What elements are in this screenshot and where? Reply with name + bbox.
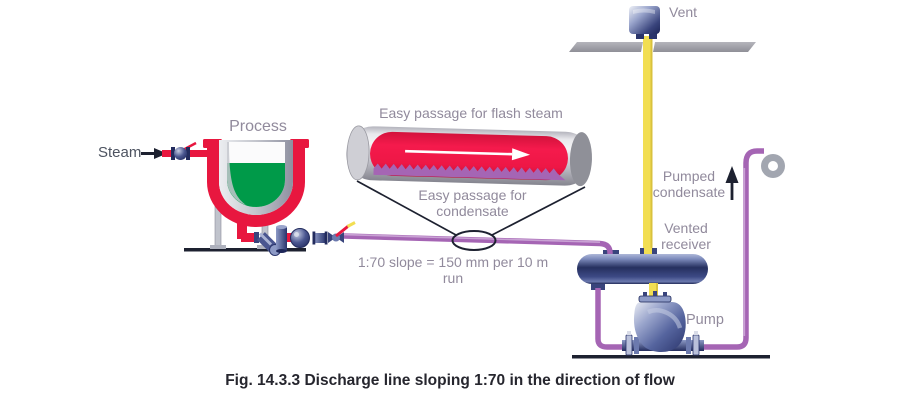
label-vented-receiver: Vented receiver (661, 220, 711, 252)
vent-head (629, 6, 660, 39)
label-steam: Steam (98, 144, 142, 161)
steam-valve (171, 141, 197, 160)
ground-line-left (184, 248, 306, 252)
pump-lid (638, 295, 672, 303)
figure-caption: Fig. 14.3.3 Discharge line sloping 1:70 … (225, 372, 675, 389)
condensate-layer (373, 163, 566, 181)
process-vessel (203, 139, 309, 249)
steam-trap-set (254, 221, 356, 256)
jacket-lip-left (203, 139, 222, 148)
vessel-outlet-pipe (237, 212, 257, 242)
label-pump: Pump (686, 312, 724, 328)
vessel-shading (227, 142, 246, 205)
label-flash-steam: Easy passage for flash steam (379, 105, 563, 121)
magnifier-ellipse (451, 230, 497, 251)
pump-outlet-flange (692, 334, 700, 356)
valve-handle (335, 224, 350, 238)
label-process: Process (229, 118, 287, 135)
vessel-jacket (207, 148, 305, 227)
pipe-cut-face (569, 132, 592, 187)
check-valve (312, 231, 328, 245)
pipe-end-cap (346, 125, 370, 181)
condensate-pump (622, 291, 704, 356)
vessel-liquid (227, 163, 285, 207)
jacket-lip-right (290, 139, 309, 148)
float-trap (290, 228, 310, 248)
steam-arrow-icon (141, 148, 167, 159)
dirt-pocket (276, 225, 287, 253)
callout-line-left (356, 180, 457, 236)
label-slope: 1:70 slope = 150 mm per 10 m run (357, 254, 549, 286)
pipe-detail (346, 125, 592, 187)
strainer (254, 232, 281, 256)
receiver-drain-nub (591, 282, 605, 290)
flow-direction-arrow-icon (405, 148, 531, 161)
ground-line-right (572, 355, 770, 359)
trap-inlet-nub (287, 233, 293, 242)
roof-slab (569, 42, 756, 52)
condensate-discharge-line (343, 233, 619, 259)
pump-inlet-flange (625, 334, 633, 356)
callout-line-right (491, 186, 586, 236)
receiver-drain-pipe (595, 288, 628, 350)
receiver-shell (577, 254, 708, 284)
steam-inlet (141, 141, 214, 160)
pumped-condensate-riser (704, 148, 785, 350)
label-condensate-passage: Easy passage for condensate (418, 187, 527, 219)
pumped-condensate-arrow-icon (725, 166, 739, 200)
isolation-valve (328, 221, 356, 243)
vent-line (640, 36, 657, 256)
label-vent: Vent (669, 4, 698, 20)
pump-inlet-pipe (649, 283, 658, 298)
vented-receiver (577, 254, 708, 290)
label-pumped-condensate: Pumped condensate (652, 168, 726, 200)
